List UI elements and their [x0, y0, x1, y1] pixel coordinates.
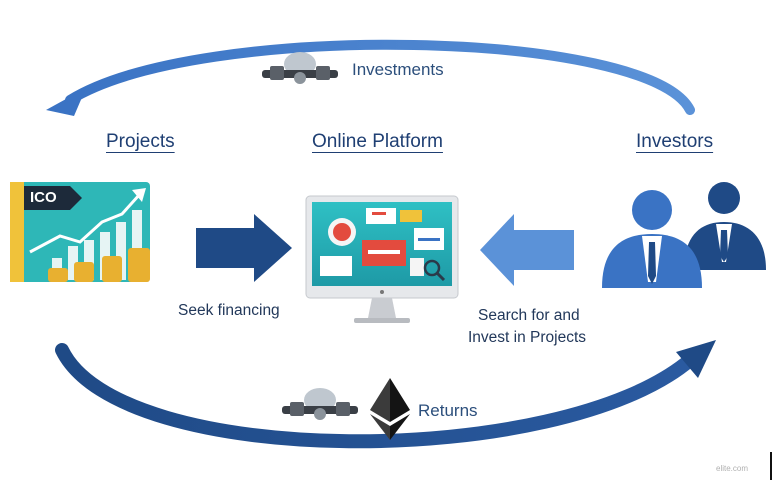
projects-heading: Projects [106, 131, 175, 152]
search-caption-line2: Invest in Projects [468, 329, 587, 346]
monitor-icon [305, 195, 459, 323]
ico-chart-icon [10, 182, 150, 282]
investors-icon [602, 182, 766, 288]
arrow-left-icon [480, 214, 574, 286]
arrow-right-icon [196, 214, 292, 282]
drone-icon-bottom [282, 388, 358, 420]
investments-label: Investments [352, 60, 444, 79]
ethereum-icon [370, 378, 410, 440]
seek-financing-caption: Seek financing [178, 302, 280, 319]
watermark: elite.com [716, 464, 749, 473]
platform-heading: Online Platform [312, 131, 443, 152]
ico-badge-label: ICO [30, 189, 57, 206]
returns-arc-arrow [55, 340, 716, 449]
search-caption-line1: Search for and [478, 307, 580, 324]
investments-arc-arrow [46, 39, 695, 116]
edge-divider [770, 452, 772, 480]
investors-heading: Investors [636, 131, 714, 152]
returns-label: Returns [418, 401, 478, 420]
drone-icon-top [262, 52, 338, 84]
